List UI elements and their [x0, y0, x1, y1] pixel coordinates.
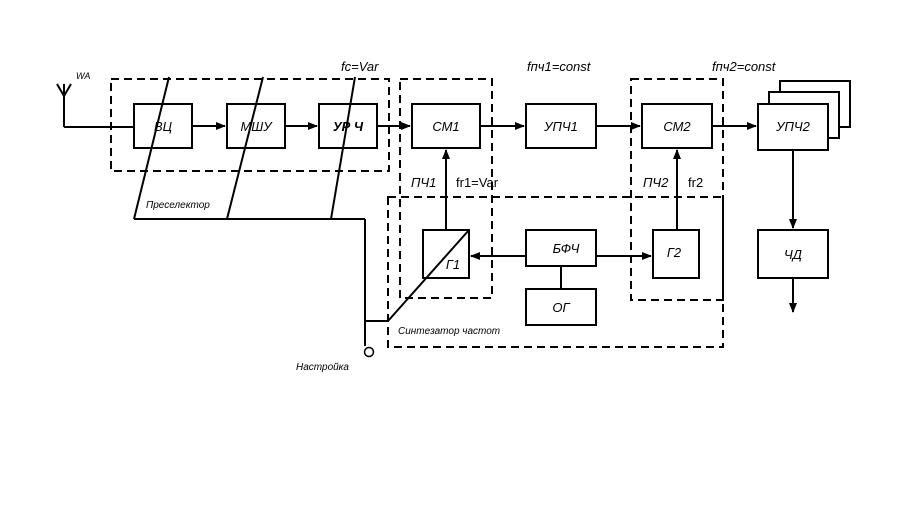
upch1-label: УПЧ1 — [543, 119, 578, 134]
sm1-block — [411, 103, 481, 149]
tuning-slash-mshu — [226, 76, 264, 220]
g1-label: Г1 — [446, 257, 460, 272]
pch2-label: ПЧ2 — [643, 175, 669, 190]
antenna-icon — [56, 83, 134, 128]
fpch2-label: fпч2=const — [712, 59, 777, 74]
vc-block — [133, 103, 193, 149]
chd-block — [757, 229, 829, 279]
og-label: ОГ — [552, 300, 570, 315]
chd-label: ЧД — [784, 247, 802, 262]
synthesizer-label: Синтезатор частот — [398, 326, 500, 337]
bfch-label: БФЧ — [553, 241, 580, 256]
tuning-label: Настройка — [296, 362, 349, 373]
upch1-block — [525, 103, 597, 149]
fr1-label: fr1=Var — [456, 175, 499, 190]
preselector-group — [110, 78, 390, 172]
g2-block — [652, 229, 700, 279]
upch2-block — [757, 103, 829, 151]
pch1-label: ПЧ1 — [411, 175, 436, 190]
upch2-label: УПЧ2 — [775, 119, 810, 134]
sm2-block — [641, 103, 713, 149]
tuning-knob-icon — [363, 346, 375, 358]
antenna-label: WA — [76, 71, 90, 81]
fr2-label: fr2 — [688, 175, 703, 190]
pch2-group — [630, 78, 724, 301]
synthesizer-group — [387, 196, 724, 348]
tuning-slash-urch — [330, 76, 356, 220]
mshu-label: МШУ — [240, 119, 273, 134]
urch-block — [318, 103, 378, 149]
bfch-block — [525, 229, 597, 267]
pch1-group — [399, 78, 493, 299]
sm1-label: СМ1 — [432, 119, 459, 134]
tuning-slash-g1 — [387, 229, 470, 322]
mshu-block — [226, 103, 286, 149]
fpch1-label: fпч1=const — [527, 59, 592, 74]
g2-label: Г2 — [667, 245, 682, 260]
preselector-label: Преселектор — [146, 200, 210, 211]
urch-label: УР Ч — [333, 119, 364, 134]
tuning-slash-vc — [133, 76, 170, 220]
sm2-label: СМ2 — [663, 119, 691, 134]
fc-label: fc=Var — [341, 59, 379, 74]
